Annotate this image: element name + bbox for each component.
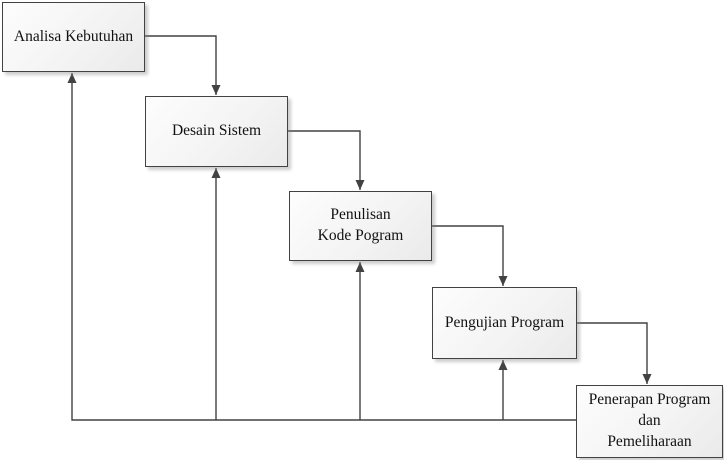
node-penerapan-program: Penerapan Program dan Pemeliharaan (576, 385, 723, 458)
node-analisa-kebutuhan: Analisa Kebutuhan (2, 2, 145, 72)
node-analisa-kebutuhan-label: Analisa Kebutuhan (13, 27, 134, 45)
connector-desain-to-penulisan (288, 130, 365, 190)
node-desain-sistem: Desain Sistem (145, 96, 288, 167)
connector-penulisan-to-pengujian (432, 225, 508, 286)
connector-pengujian-to-penerapan (577, 322, 652, 384)
node-penulisan-kode-pogram: Penulisan Kode Pogram (289, 191, 432, 261)
node-desain-sistem-label: Desain Sistem (171, 122, 262, 140)
connector-analisa-to-desain (145, 35, 221, 95)
node-penerapan-program-label: Penerapan Program dan Pemeliharaan (588, 391, 711, 450)
node-penulisan-kode-pogram-label: Penulisan Kode Pogram (317, 206, 404, 244)
node-pengujian-program-label: Pengujian Program (444, 313, 565, 331)
node-pengujian-program: Pengujian Program (432, 287, 577, 359)
